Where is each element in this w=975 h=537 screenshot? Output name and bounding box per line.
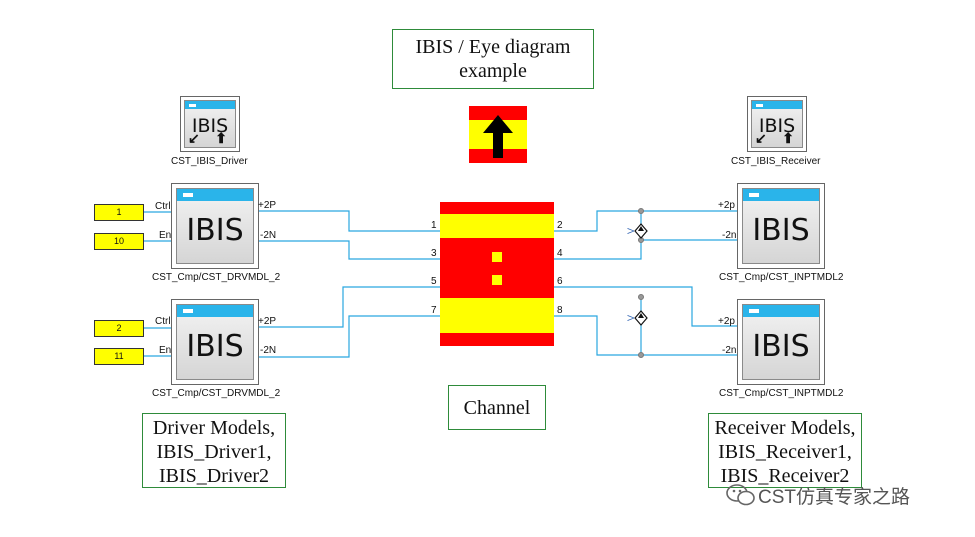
- receiver1-pin-n: -2n: [722, 230, 737, 241]
- wire-d2-n: [258, 315, 440, 358]
- wire-r1-n: [554, 239, 737, 260]
- title-line-2: example: [459, 60, 527, 82]
- receiver2-text: IBIS: [752, 329, 810, 364]
- wire-d2-p: [258, 286, 440, 328]
- receiver1-pin-p: +2p: [718, 200, 735, 211]
- title-note: IBIS / Eye diagram example: [392, 29, 594, 89]
- wechat-icon: [726, 484, 755, 506]
- channel-pin-2: 2: [557, 220, 563, 231]
- driver1-pin-en: En: [159, 230, 172, 241]
- receiver2-pin-n: -2n: [722, 345, 737, 356]
- wire-r2-p: [554, 286, 737, 327]
- up-arrow-icon: ⬆: [782, 130, 794, 146]
- probe2-node-top: [638, 294, 644, 300]
- driver-block-1[interactable]: IBIS: [171, 183, 259, 269]
- corner-arrow-icon: ↙: [188, 130, 200, 146]
- driver2-pin-en: En: [159, 345, 172, 356]
- port-1[interactable]: 1: [94, 204, 144, 221]
- eye-diagram-task-block[interactable]: [469, 106, 527, 163]
- channel-pin-3: 3: [431, 248, 437, 259]
- channel-pin-7: 7: [431, 305, 437, 316]
- receiver-block-2[interactable]: IBIS: [737, 299, 825, 385]
- driver1-pin-n: -2N: [260, 230, 277, 241]
- channel-pin-5: 5: [431, 276, 437, 287]
- voltage-probe-icon[interactable]: [634, 223, 648, 239]
- channel-pin-4: 4: [557, 248, 563, 259]
- ibis-receiver-settings-block[interactable]: IBIS ↙ ⬆: [747, 96, 807, 152]
- channel-pin-1: 1: [431, 220, 437, 231]
- channel-note: Channel: [448, 385, 546, 430]
- driver1-label: CST_Cmp/CST_DRVMDL_2: [152, 272, 281, 283]
- port-2[interactable]: 2: [94, 320, 144, 337]
- driver2-pin-ctrl: Ctrl: [155, 316, 171, 327]
- driver-note-line-2: IBIS_Driver1,: [156, 441, 272, 463]
- driver2-pin-p: +2P: [258, 316, 277, 327]
- receiver1-text: IBIS: [752, 213, 810, 248]
- channel-pin-6: 6: [557, 276, 563, 287]
- ibis-driver-icon-text: IBIS: [191, 115, 229, 137]
- channel-note-text: Channel: [463, 397, 531, 419]
- probe2-node-bottom: [638, 352, 644, 358]
- driver2-pin-n: -2N: [260, 345, 277, 356]
- receiver-note-line-1: Receiver Models,: [714, 417, 856, 439]
- up-arrow-icon: ⬆: [215, 130, 227, 146]
- ibis-driver-label: CST_IBIS_Driver: [171, 156, 248, 167]
- wire-d1-n: [258, 240, 440, 260]
- port-10[interactable]: 10: [94, 233, 144, 250]
- up-arrow-icon: [483, 115, 513, 158]
- ibis-receiver-icon-text: IBIS: [758, 115, 796, 137]
- receiver2-pin-p: +2p: [718, 316, 735, 327]
- corner-arrow-icon: ↙: [755, 130, 767, 146]
- driver1-pin-p: +2P: [258, 200, 277, 211]
- probe1-label: V: [626, 228, 636, 234]
- receiver1-label: CST_Cmp/CST_INPTMDL2: [719, 272, 844, 283]
- receiver-note-line-2: IBIS_Receiver1,: [718, 441, 852, 463]
- probe2-label: V: [626, 315, 636, 321]
- port-11[interactable]: 11: [94, 348, 144, 365]
- watermark-text: CST仿真专家之路: [758, 487, 911, 508]
- ibis-receiver-label: CST_IBIS_Receiver: [731, 156, 821, 167]
- driver-note-line-3: IBIS_Driver2: [159, 465, 269, 487]
- receiver-models-note: Receiver Models, IBIS_Receiver1, IBIS_Re…: [708, 413, 862, 488]
- driver-note-line-1: Driver Models,: [152, 417, 276, 439]
- wire-r2-n: [554, 315, 737, 356]
- title-line-1: IBIS / Eye diagram: [415, 36, 571, 58]
- wire-r1-p: [554, 210, 737, 232]
- driver-block-2[interactable]: IBIS: [171, 299, 259, 385]
- driver1-text: IBIS: [186, 213, 244, 248]
- driver1-pin-ctrl: Ctrl: [155, 201, 171, 212]
- voltage-probe-icon-2[interactable]: [634, 310, 648, 326]
- channel-pin-8: 8: [557, 305, 563, 316]
- wire-d1-p: [258, 210, 440, 232]
- probe1-node-top: [638, 208, 644, 214]
- driver2-text: IBIS: [186, 329, 244, 364]
- driver2-label: CST_Cmp/CST_DRVMDL_2: [152, 388, 281, 399]
- receiver-block-1[interactable]: IBIS: [737, 183, 825, 269]
- receiver2-label: CST_Cmp/CST_INPTMDL2: [719, 388, 844, 399]
- driver-models-note: Driver Models, IBIS_Driver1, IBIS_Driver…: [142, 413, 286, 488]
- receiver-note-line-3: IBIS_Receiver2: [720, 465, 850, 487]
- channel-block[interactable]: [440, 202, 554, 346]
- ibis-driver-settings-block[interactable]: IBIS ↙ ⬆: [180, 96, 240, 152]
